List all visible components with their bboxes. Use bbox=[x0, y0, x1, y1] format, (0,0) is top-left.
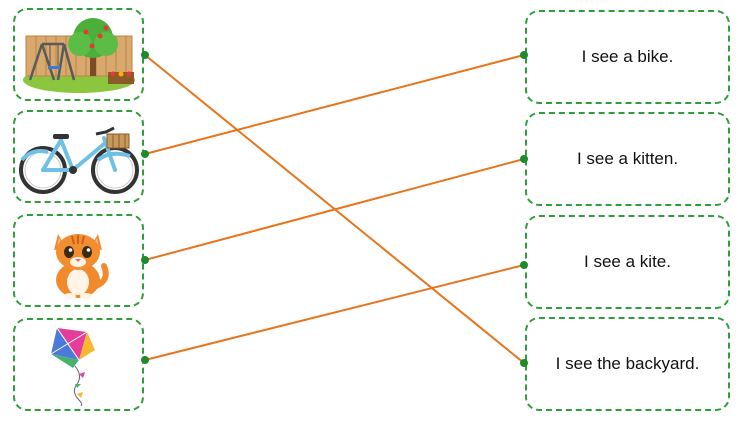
sentence-text: I see the backyard. bbox=[555, 354, 700, 373]
sentence-card-4[interactable]: I see the backyard. bbox=[525, 317, 730, 411]
kite-icon bbox=[50, 327, 95, 406]
left-connector-dot-4[interactable] bbox=[141, 356, 149, 364]
kitten-icon bbox=[53, 233, 109, 299]
bike-icon bbox=[18, 126, 139, 194]
match-line-4 bbox=[144, 264, 525, 361]
right-connector-dot-3[interactable] bbox=[520, 261, 528, 269]
picture-card-kite[interactable] bbox=[13, 318, 144, 411]
sentence-text: I see a bike. bbox=[581, 47, 674, 66]
sentence-card-2[interactable]: I see a kitten. bbox=[525, 112, 730, 206]
sentence-card-1[interactable]: I see a bike. bbox=[525, 10, 730, 104]
backyard-icon bbox=[22, 17, 135, 93]
sentence-card-3[interactable]: I see a kite. bbox=[525, 215, 730, 309]
right-connector-dot-2[interactable] bbox=[520, 155, 528, 163]
sentence-text: I see a kitten. bbox=[576, 149, 679, 168]
right-connector-dot-4[interactable] bbox=[520, 359, 528, 367]
match-line-2 bbox=[144, 54, 525, 155]
picture-card-backyard[interactable] bbox=[13, 8, 144, 101]
sentence-text: I see a kite. bbox=[584, 252, 671, 271]
picture-card-bike[interactable] bbox=[13, 110, 144, 203]
match-line-3 bbox=[144, 158, 525, 261]
left-connector-dot-2[interactable] bbox=[141, 150, 149, 158]
left-connector-dot-1[interactable] bbox=[141, 51, 149, 59]
right-connector-dot-1[interactable] bbox=[520, 51, 528, 59]
left-connector-dot-3[interactable] bbox=[141, 256, 149, 264]
